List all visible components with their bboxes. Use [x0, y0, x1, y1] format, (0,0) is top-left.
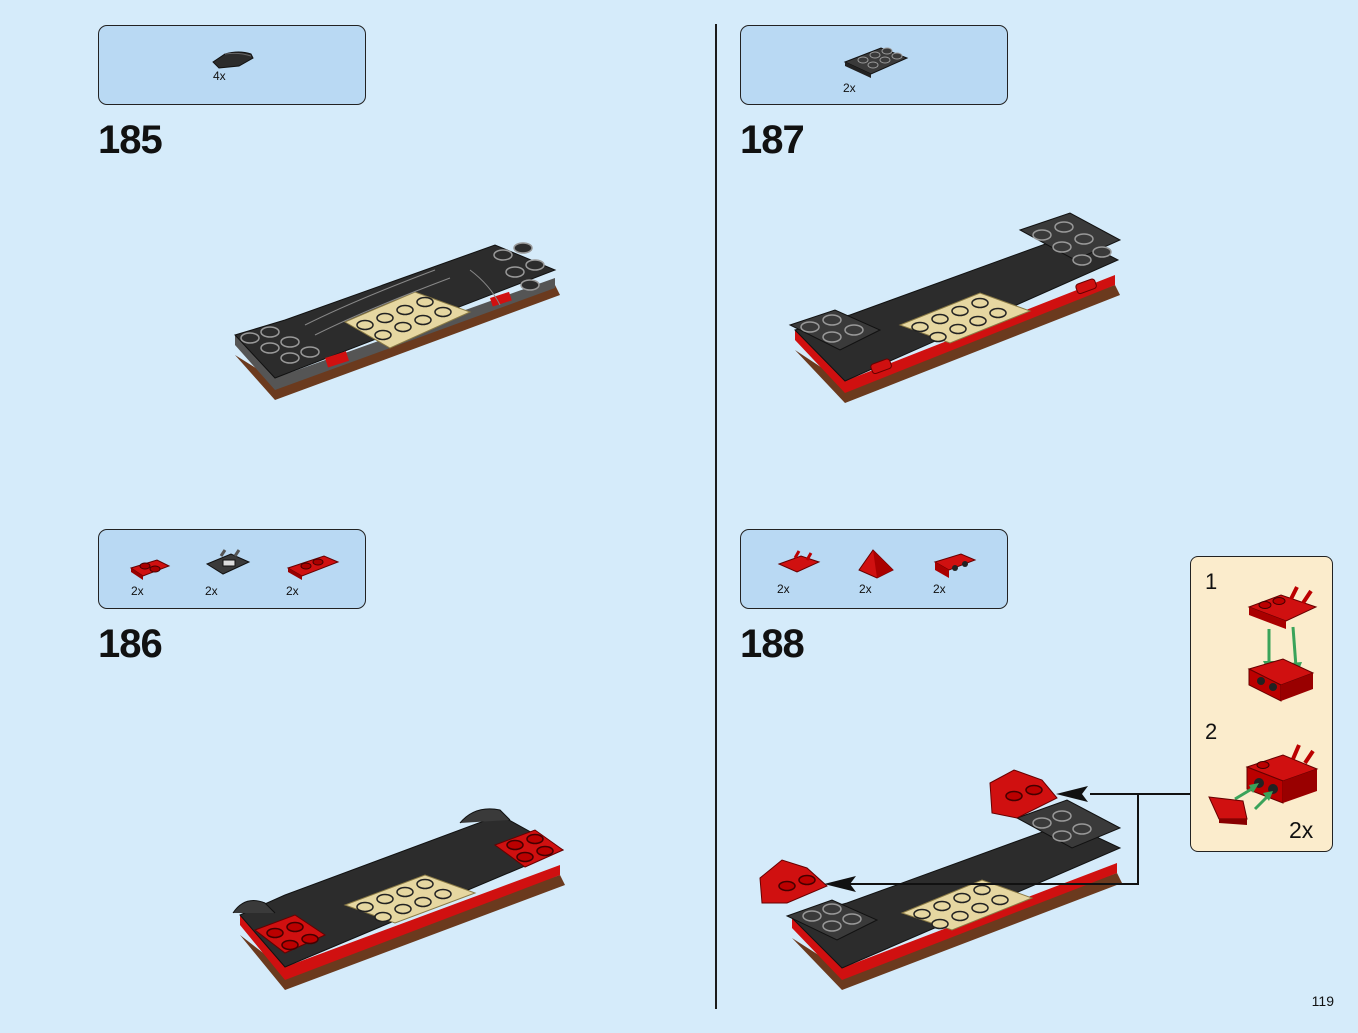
- page-divider: [715, 24, 717, 1009]
- step-number-186: 186: [98, 622, 163, 666]
- curved-slope-part-icon: [212, 51, 254, 69]
- sub-assembly-callout: 1 2 2x: [1190, 556, 1333, 852]
- page-number: 119: [1311, 993, 1334, 1009]
- model-assembly-186: [232, 808, 565, 990]
- parts-list-187: 2x: [740, 25, 1008, 105]
- sub-assembly-qty: 2x: [1289, 817, 1314, 843]
- part-qty: 2x: [933, 582, 946, 596]
- step-number-185: 185: [98, 118, 163, 162]
- sub-step-2-diagram: [1208, 744, 1319, 825]
- sub-step-number-2: 2: [1205, 719, 1218, 744]
- part-qty: 2x: [843, 81, 856, 95]
- part-qty: 2x: [859, 582, 872, 596]
- step-number-188: 188: [740, 622, 805, 666]
- part-qty: 4x: [213, 69, 226, 83]
- sub-step-1-diagram: [1247, 586, 1318, 702]
- part-qty: 2x: [777, 582, 790, 596]
- callout-arrows: [824, 786, 1190, 892]
- model-assembly-185: [234, 242, 560, 400]
- gray-plate-part-icon: [843, 47, 909, 78]
- red-plate-part-icon: [129, 559, 171, 580]
- clip-plate-part-icon: [205, 549, 251, 575]
- sub-step-number-1: 1: [1205, 569, 1218, 594]
- model-assembly-188: [759, 769, 1122, 990]
- step-number-187: 187: [740, 118, 805, 162]
- red-bracket-part-icon: [933, 553, 977, 578]
- parts-list-188: 2x 2x 2x: [740, 529, 1008, 609]
- parts-list-186: 2x 2x 2x: [98, 529, 366, 609]
- model-assembly-187: [788, 212, 1122, 403]
- parts-list-185: 4x: [98, 25, 366, 105]
- red-wedge-part-icon: [858, 549, 894, 579]
- part-qty: 2x: [131, 584, 144, 598]
- part-qty: 2x: [286, 584, 299, 598]
- red-clip-plate-part-icon: [777, 550, 821, 573]
- red-plate-clip-part-icon: [286, 555, 340, 580]
- part-qty: 2x: [205, 584, 218, 598]
